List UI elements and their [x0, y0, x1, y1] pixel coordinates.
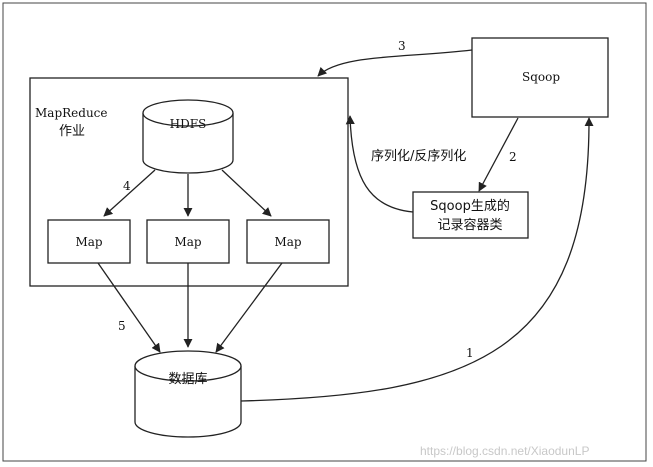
map-label-3: Map: [274, 235, 301, 249]
arrow-hdfs-to-map-1: [103, 169, 156, 217]
serialization-label: 序列化/反序列化: [371, 149, 466, 164]
step-3-label: 3: [398, 39, 406, 53]
arrow-hdfs-to-map-3: [221, 169, 272, 217]
image-frame: [2, 2, 647, 462]
arrow-map-3-to-database: [215, 262, 283, 353]
database-cylinder: [134, 350, 242, 438]
hdfs-label: HDFS: [170, 117, 207, 131]
arrow-database-to-sqoop: [240, 117, 594, 402]
map-box-3: [246, 219, 330, 264]
map-box-1: [47, 219, 131, 264]
hdfs-cylinder: [142, 99, 234, 174]
watermark: https://blog.csdn.net/XiaodunLP: [420, 444, 589, 458]
record-container-label-line1: Sqoop生成的: [430, 198, 510, 214]
map-label-2: Map: [174, 235, 201, 249]
sqoop-label: Sqoop: [522, 70, 560, 84]
map-label-1: Map: [75, 235, 102, 249]
arrow-serialization-to-mapreduce: [345, 115, 414, 213]
record-container-label-line2: 记录容器类: [437, 217, 502, 233]
database-label: 数据库: [168, 371, 207, 387]
record-container-box: [412, 191, 529, 239]
sqoop-box: [471, 37, 609, 118]
arrow-sqoop-to-mapreduce: [317, 49, 473, 77]
step-1-label: 1: [466, 346, 474, 360]
step-2-label: 2: [509, 150, 517, 164]
mapreduce-job-label-line2: 作业: [59, 124, 85, 139]
arrow-map-1-to-database: [97, 262, 161, 353]
step-4-label: 4: [123, 179, 131, 193]
mapreduce-job-label-line1: MapReduce: [35, 106, 108, 120]
step-5-label: 5: [118, 319, 126, 333]
arrow-sqoop-to-record-container: [478, 117, 519, 192]
